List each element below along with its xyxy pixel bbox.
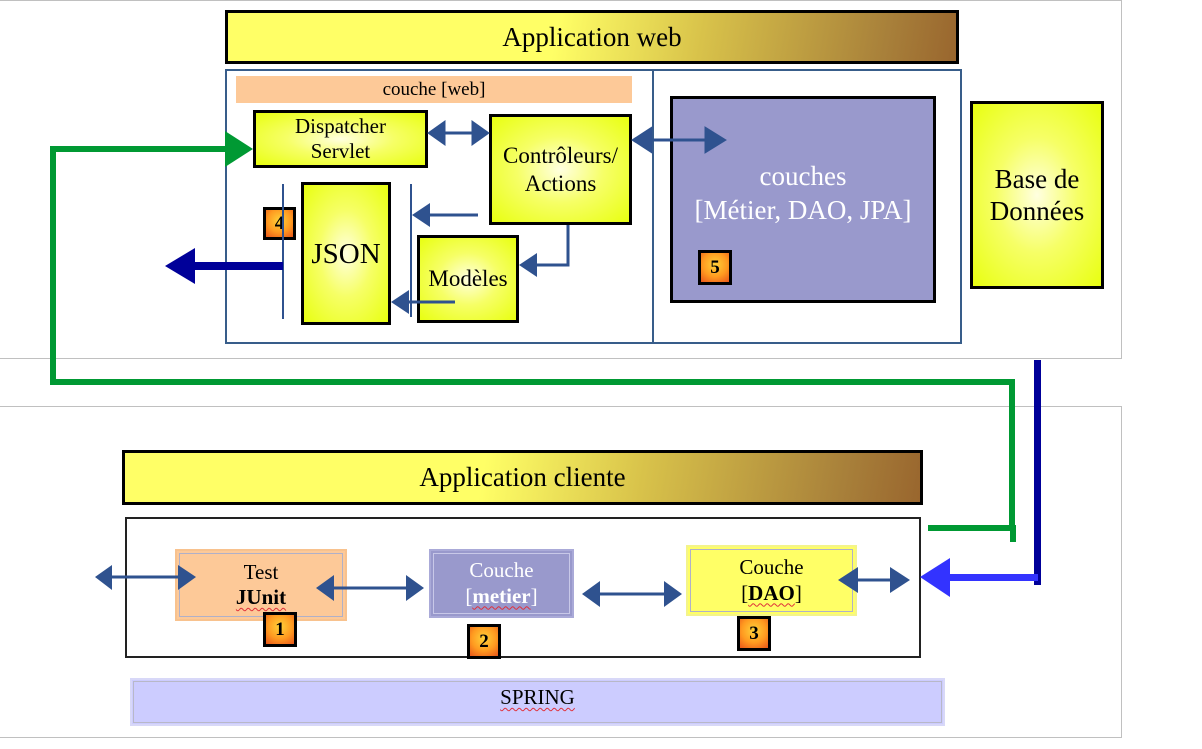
controllers-line2: Actions xyxy=(524,170,597,196)
badge-4-text: 4 xyxy=(274,212,285,234)
models-label: Modèles xyxy=(428,266,508,292)
dispatcher-line1: Dispatcher xyxy=(295,113,386,138)
badge-2: 2 xyxy=(467,624,501,659)
badge-1: 1 xyxy=(263,612,297,647)
web-app-title: Application web xyxy=(502,21,682,52)
database-box: Base de Données xyxy=(970,101,1104,289)
dao-bracket-open: [ xyxy=(741,580,749,605)
badge-1-text: 1 xyxy=(275,618,285,640)
dispatcher-line2: Servlet xyxy=(310,139,371,163)
controllers-line1: Contrôleurs/ xyxy=(503,142,618,168)
json-view-box: JSON xyxy=(301,182,391,325)
models-box: Modèles xyxy=(417,235,519,323)
client-app-title-bar: Application cliente xyxy=(122,450,923,505)
dispatcher-servlet-box: Dispatcher Servlet xyxy=(253,110,428,168)
json-view-label: JSON xyxy=(311,238,381,270)
badge-4: 4 xyxy=(263,207,296,240)
dao-layer-box: Couche [DAO] xyxy=(686,545,857,616)
junit-line2: JUnit xyxy=(235,585,287,609)
database-line1: Base de xyxy=(994,163,1080,194)
metier-name: metier xyxy=(472,583,531,608)
dao-name: DAO xyxy=(748,580,795,605)
backend-layers-line1: couches xyxy=(759,160,847,191)
badge-2-text: 2 xyxy=(479,630,489,652)
metier-line1: Couche xyxy=(469,558,534,583)
backend-layers-line2: [Métier, DAO, JPA] xyxy=(694,194,912,225)
metier-bracket-open: [ xyxy=(465,583,473,608)
web-layer-divider xyxy=(652,70,654,343)
controllers-box: Contrôleurs/ Actions xyxy=(489,114,632,225)
badge-3-text: 3 xyxy=(749,622,759,644)
client-app-title: Application cliente xyxy=(419,462,626,492)
spring-framework-bar: SPRING xyxy=(130,678,945,726)
database-line2: Données xyxy=(989,196,1085,226)
junit-line1: Test xyxy=(243,559,279,584)
badge-5: 5 xyxy=(698,250,732,285)
spring-label: SPRING xyxy=(500,685,575,709)
dao-line1: Couche xyxy=(739,555,804,580)
junit-box: Test JUnit xyxy=(175,549,347,621)
badge-3: 3 xyxy=(737,616,771,651)
web-app-title-bar: Application web xyxy=(225,10,959,64)
metier-layer-box: Couche [metier] xyxy=(429,549,574,618)
web-layer-label-text: couche [web] xyxy=(382,78,486,100)
dao-bracket-close: ] xyxy=(794,580,802,605)
badge-5-text: 5 xyxy=(710,256,720,278)
web-layer-label: couche [web] xyxy=(236,76,632,103)
metier-bracket-close: ] xyxy=(530,583,538,608)
